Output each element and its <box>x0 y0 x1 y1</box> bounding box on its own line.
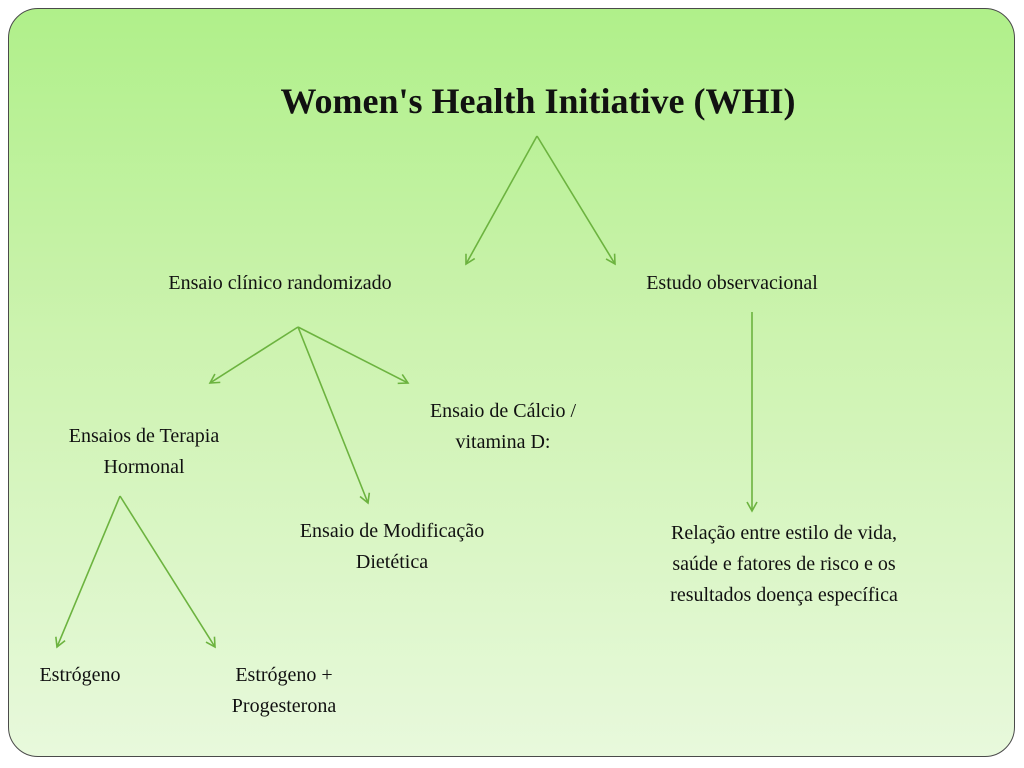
node-hormone-line-1: Ensaios de Terapia <box>68 425 220 447</box>
node-estrogen: Estrógeno <box>10 660 150 691</box>
node-estrogen-prog-line-2: Progesterona <box>231 695 337 717</box>
node-relation-line-2: saúde e fatores de risco e os <box>672 553 896 575</box>
node-randomized-label: Ensaio clínico randomizado <box>168 272 392 294</box>
node-hormone-line-2: Hormonal <box>103 456 185 478</box>
connector-randomized-to-calcium <box>297 326 410 385</box>
node-observational-study: Estudo observacional <box>602 268 862 299</box>
slide-background <box>8 8 1015 757</box>
node-calcium-line-2: vitamina D: <box>455 431 551 453</box>
connector-hormone-to-estrogen-progesterone <box>119 495 216 649</box>
node-estrogen-progesterone: Estrógeno + Progesterona <box>194 660 374 722</box>
node-calcium-line-1: Ensaio de Cálcio / <box>429 400 577 422</box>
connector-title-to-randomized <box>465 135 538 266</box>
node-lifestyle-relation: Relação entre estilo de vida, saúde e fa… <box>624 518 944 611</box>
node-relation-line-1: Relação entre estilo de vida, <box>670 522 897 544</box>
node-randomized-trial: Ensaio clínico randomizado <box>130 268 430 299</box>
node-hormone-therapy-trials: Ensaios de Terapia Hormonal <box>34 421 254 483</box>
diagram-title: Women's Health Initiative (WHI) <box>280 81 796 121</box>
node-estrogen-prog-line-1: Estrógeno + <box>235 664 333 686</box>
node-calcium-vitamin-d-trial: Ensaio de Cálcio / vitamina D: <box>393 396 613 458</box>
node-diet-line-1: Ensaio de Modificação <box>299 520 485 542</box>
connector-randomized-to-hormone <box>208 326 299 384</box>
node-estrogen-label: Estrógeno <box>39 664 121 686</box>
node-observational-label: Estudo observacional <box>646 272 818 294</box>
connector-hormone-to-estrogen <box>55 495 121 649</box>
connector-title-to-observational <box>536 135 616 266</box>
node-diet-line-2: Dietética <box>355 551 429 573</box>
node-relation-line-3: resultados doença específica <box>670 584 898 606</box>
connector-randomized-to-diet <box>297 326 371 505</box>
node-dietary-modification-trial: Ensaio de Modificação Dietética <box>272 516 512 578</box>
